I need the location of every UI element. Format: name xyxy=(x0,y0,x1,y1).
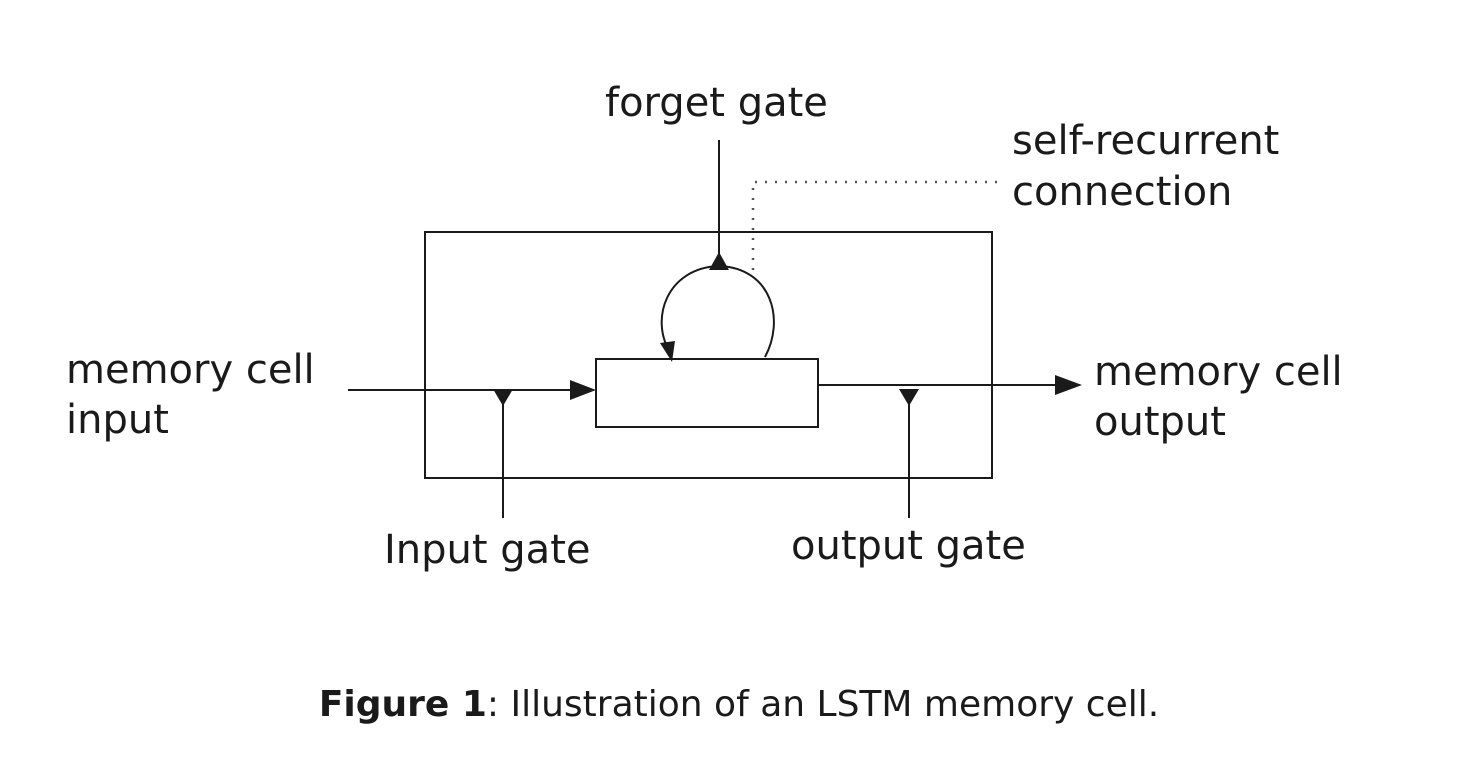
self-recurrent-loop xyxy=(660,264,775,358)
output-arrowhead xyxy=(1055,375,1082,395)
figure-number: Figure 1 xyxy=(318,684,487,725)
memory-cell-input-label-line1: memory cell xyxy=(66,347,315,393)
memory-cell-input-label-line2: input xyxy=(66,397,169,443)
memory-cell-output-label-line1: memory cell xyxy=(1094,349,1343,395)
input-gate-arrowhead xyxy=(493,389,513,406)
self-recurrent-pointer xyxy=(751,180,998,270)
figure-caption: Figure 1: Illustration of an LSTM memory… xyxy=(0,684,1478,725)
forget-gate-label: forget gate xyxy=(605,80,828,126)
input-arrowhead xyxy=(570,380,596,400)
self-recurrent-arrowhead xyxy=(660,341,675,362)
memory-cell-output-label-line2: output xyxy=(1094,399,1226,445)
outer-box xyxy=(424,231,993,479)
output-gate-label: output gate xyxy=(791,523,1026,569)
self-recurrent-label-line1: self-recurrent xyxy=(1012,118,1279,164)
caption-text: : Illustration of an LSTM memory cell. xyxy=(486,684,1160,725)
input-gate-label: Input gate xyxy=(384,527,590,573)
memory-cell-box xyxy=(595,358,819,428)
self-recurrent-label-line2: connection xyxy=(1012,169,1232,215)
output-gate-arrowhead xyxy=(899,389,919,406)
